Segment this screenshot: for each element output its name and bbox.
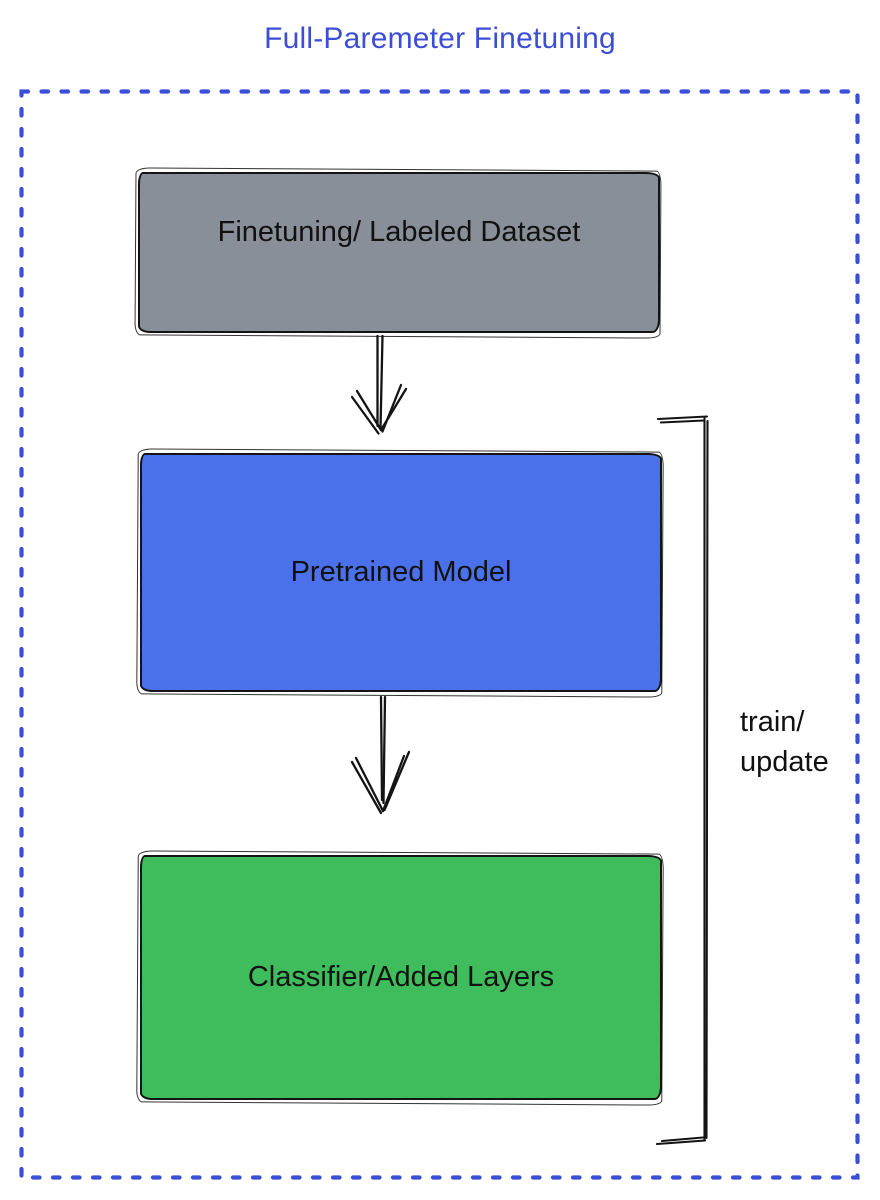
node-label-dataset: Finetuning/ Labeled Dataset [217, 216, 581, 248]
node-pretrained-model: Pretrained Model [140, 453, 662, 692]
node-classifier-added-layers: Classifier/Added Layers [140, 855, 662, 1100]
train-update-bracket-icon [655, 415, 709, 1146]
bracket-label-line1: train/ [740, 706, 805, 738]
node-label-classifier: Classifier/Added Layers [247, 961, 555, 993]
arrow-dataset-to-pretrained-icon [350, 334, 408, 435]
arrow-pretrained-to-classifier-icon [350, 695, 411, 815]
node-label-pretrained: Pretrained Model [290, 556, 512, 588]
diagram-title: Full-Paremeter Finetuning [264, 22, 616, 55]
bracket-label: train/ update [740, 702, 829, 782]
node-finetuning-labeled-dataset: Finetuning/ Labeled Dataset [138, 172, 660, 333]
bracket-label-line2: update [740, 746, 829, 778]
